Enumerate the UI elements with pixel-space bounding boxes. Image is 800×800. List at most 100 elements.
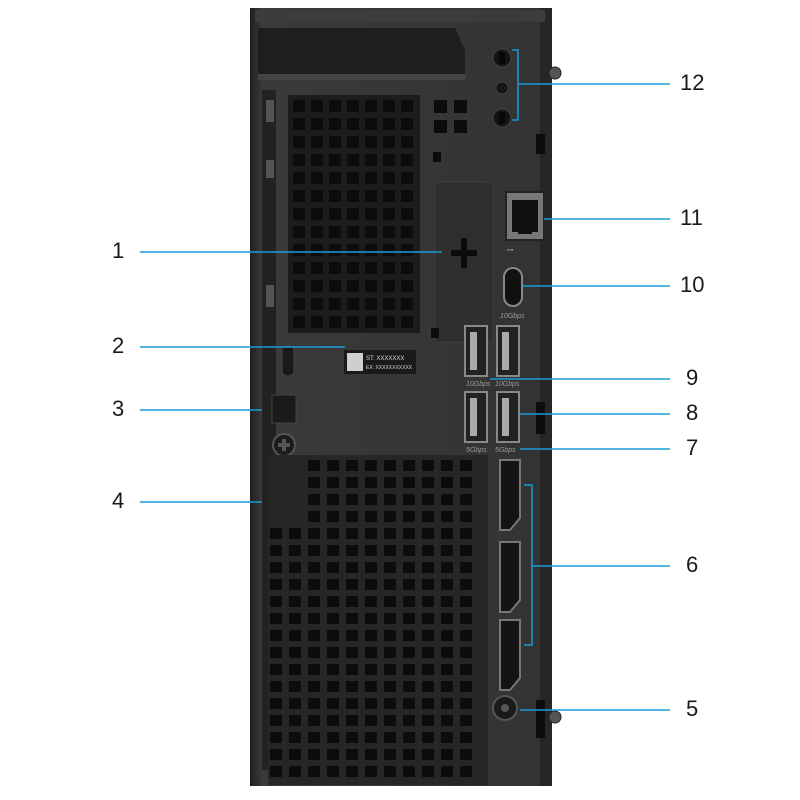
vent-hole	[347, 118, 359, 130]
upper-vent-holes	[293, 100, 413, 328]
vent-hole	[441, 477, 453, 488]
vent-hole	[311, 226, 323, 238]
usb-speed-label: 5Gbps	[495, 447, 516, 454]
vent-hole	[289, 715, 301, 726]
vent-hole	[422, 511, 434, 522]
vent-hole	[327, 528, 339, 539]
padlock-ring-top	[281, 345, 295, 377]
vent-hole	[401, 280, 413, 292]
vent-hole	[365, 647, 377, 658]
vent-hole	[289, 681, 301, 692]
vent-hole	[365, 715, 377, 726]
displayport	[499, 459, 521, 531]
vent-hole	[347, 172, 359, 184]
vent-hole	[270, 630, 282, 641]
vent-hole	[346, 511, 358, 522]
vent-hole	[311, 298, 323, 310]
vent-hole	[365, 460, 377, 471]
usb-c-speed-label: 10Gbps	[500, 313, 525, 320]
vent-hole	[270, 596, 282, 607]
vent-hole	[434, 120, 447, 133]
vent-hole	[347, 136, 359, 148]
vent-hole	[289, 664, 301, 675]
vent-hole	[384, 528, 396, 539]
vent-hole	[403, 681, 415, 692]
vent-hole	[460, 681, 472, 692]
vent-hole	[403, 494, 415, 505]
vent-hole	[293, 316, 305, 328]
vent-hole	[384, 664, 396, 675]
vent-hole	[346, 545, 358, 556]
vent-hole	[441, 766, 453, 777]
vent-hole	[384, 647, 396, 658]
vent-hole	[346, 562, 358, 573]
callout-number: 6	[686, 552, 698, 577]
service-tag-line2: EX: XXXXXXXXXXX	[366, 365, 413, 371]
kensington-slot-top	[536, 134, 545, 154]
thumbscrew-bottom-icon	[548, 710, 562, 724]
network-icon: ⊶	[506, 247, 514, 254]
vent-hole	[384, 579, 396, 590]
callout-number: 3	[112, 396, 124, 421]
vent-hole	[460, 630, 472, 641]
vent-hole	[403, 664, 415, 675]
vent-hole	[308, 477, 320, 488]
callout-bracket	[524, 484, 533, 646]
vent-hole	[327, 477, 339, 488]
vent-hole	[401, 190, 413, 202]
slot-cross-h	[451, 250, 477, 256]
vent-hole	[311, 280, 323, 292]
vent-hole	[327, 698, 339, 709]
vent-hole	[346, 732, 358, 743]
vent-hole	[383, 280, 395, 292]
vent-hole	[329, 118, 341, 130]
slot-small-hole	[433, 152, 441, 162]
vent-hole	[346, 477, 358, 488]
vent-hole	[327, 664, 339, 675]
vent-hole	[308, 460, 320, 471]
vent-hole	[365, 316, 377, 328]
vent-hole	[347, 190, 359, 202]
vent-hole	[454, 120, 467, 133]
vent-hole	[422, 477, 434, 488]
vent-hole	[346, 596, 358, 607]
vent-hole	[327, 511, 339, 522]
vent-hole	[327, 579, 339, 590]
service-tag-line1: ST: XXXXXXX	[366, 356, 404, 362]
vent-hole	[329, 136, 341, 148]
vent-hole	[347, 280, 359, 292]
vent-hole	[311, 136, 323, 148]
vent-hole	[422, 528, 434, 539]
vent-hole	[293, 172, 305, 184]
vent-hole	[434, 100, 447, 113]
vent-hole	[460, 477, 472, 488]
vent-hole	[454, 100, 467, 113]
vent-hole	[346, 664, 358, 675]
vent-hole	[346, 715, 358, 726]
vent-hole	[308, 630, 320, 641]
vent-hole	[346, 528, 358, 539]
top-latch	[258, 28, 465, 78]
vent-hole	[365, 579, 377, 590]
upper-right-vent-holes	[434, 100, 467, 133]
vent-hole	[289, 545, 301, 556]
vent-hole	[289, 613, 301, 624]
vent-hole	[270, 766, 282, 777]
vent-hole	[293, 280, 305, 292]
vent-hole	[347, 262, 359, 274]
vent-hole	[365, 154, 377, 166]
vent-hole	[289, 647, 301, 658]
vent-hole	[270, 732, 282, 743]
vent-hole	[270, 545, 282, 556]
vent-hole	[347, 316, 359, 328]
vent-hole	[460, 766, 472, 777]
callout-number: 7	[686, 435, 698, 460]
vent-hole	[403, 579, 415, 590]
vent-hole	[270, 647, 282, 658]
vent-hole	[384, 511, 396, 522]
chassis-right-edge	[540, 8, 552, 786]
vent-hole	[422, 545, 434, 556]
vent-hole	[365, 262, 377, 274]
vent-hole	[327, 494, 339, 505]
vent-hole	[460, 698, 472, 709]
